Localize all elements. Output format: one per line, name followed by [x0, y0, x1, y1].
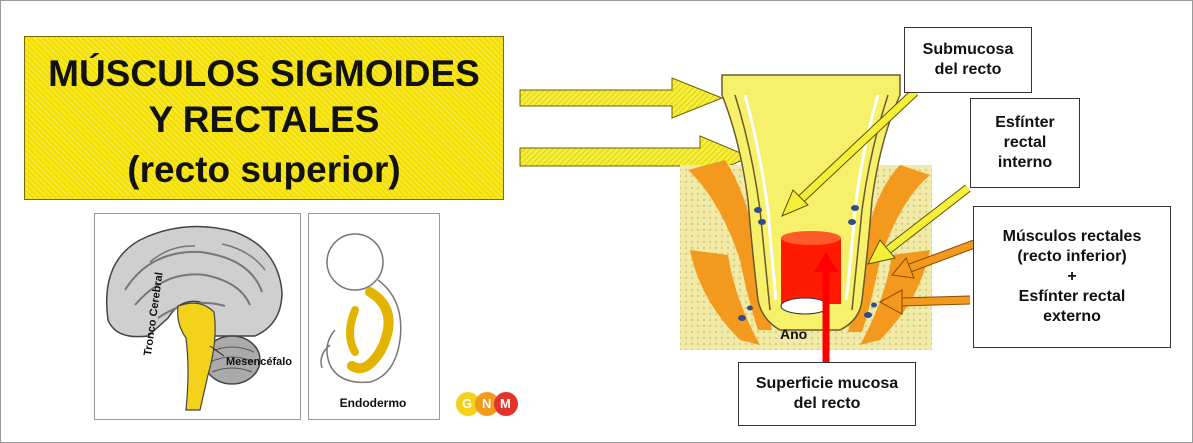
label-musculos-line-1: Músculos rectales	[974, 227, 1170, 247]
logo-letter-g: G	[462, 396, 472, 411]
label-musculos-line-3: +	[974, 267, 1170, 287]
label-musculos-line-5: externo	[974, 307, 1170, 327]
label-superficie-line-1: Superficie mucosa	[739, 374, 915, 394]
label-submucosa-line-2: del recto	[905, 60, 1031, 80]
label-endodermo: Endodermo	[308, 396, 438, 410]
label-esfinter-interno: Esfínter rectal interno	[970, 98, 1080, 188]
label-esfinter-interno-line-3: interno	[971, 153, 1079, 173]
label-mesencefalo: Mesencéfalo	[226, 356, 292, 368]
label-musculos-line-4: Esfínter rectal	[974, 287, 1170, 307]
label-submucosa-line-1: Submucosa	[905, 40, 1031, 60]
embryo-panel	[308, 213, 440, 420]
label-esfinter-interno-line-1: Esfínter	[971, 113, 1079, 133]
label-musculos-rectales: Músculos rectales (recto inferior) + Esf…	[973, 206, 1171, 348]
label-submucosa: Submucosa del recto	[904, 27, 1032, 93]
logo-letter-m: M	[500, 396, 511, 411]
label-esfinter-interno-line-2: rectal	[971, 133, 1079, 153]
arrow-upper	[520, 78, 722, 118]
label-superficie-mucosa: Superficie mucosa del recto	[738, 362, 916, 426]
label-ano: Ano	[780, 326, 807, 342]
label-musculos-line-2: (recto inferior)	[974, 247, 1170, 267]
logo-letter-n: N	[482, 396, 491, 411]
label-superficie-line-2: del recto	[739, 394, 915, 414]
brain-panel	[94, 213, 301, 420]
